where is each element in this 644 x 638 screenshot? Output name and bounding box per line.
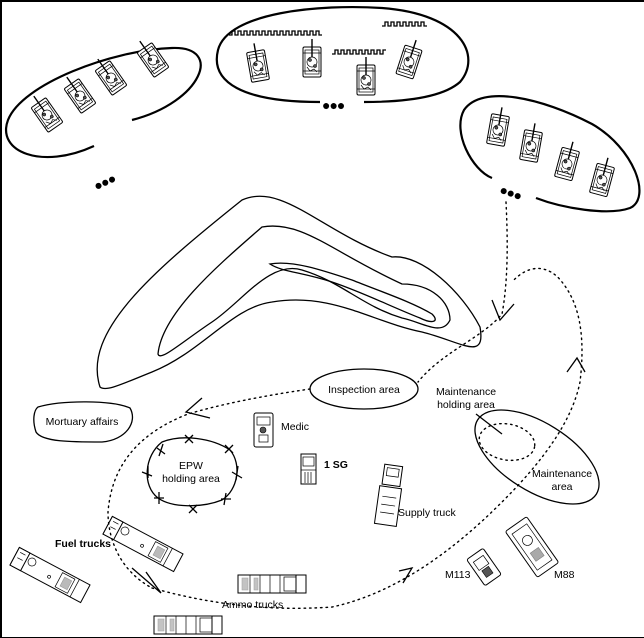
medic-vehicle: Medic — [253, 412, 309, 448]
ammo-truck-icon — [153, 615, 223, 635]
inspection-area: Inspection area — [309, 368, 419, 410]
tank-icon — [485, 105, 512, 148]
m113-vehicle — [466, 548, 502, 586]
more-tanks-ellipsis: ●●● — [91, 170, 119, 194]
ammo-trucks-label: Ammo trucks — [222, 599, 283, 611]
supply-truck-label: Supply truck — [398, 507, 457, 519]
inspection-area-label: Inspection area — [328, 384, 400, 396]
tank-platoon-top: ●●● — [215, 5, 470, 113]
traffic-route — [107, 201, 586, 609]
tank-platoon-right: ●●● — [459, 95, 641, 213]
tank-icon — [588, 154, 618, 198]
m88-label: M88 — [554, 569, 575, 581]
tank-icon — [553, 138, 583, 182]
route-arrow-icon — [491, 299, 515, 322]
tank-icon — [25, 90, 64, 134]
tank-icon — [244, 41, 271, 84]
ammo-truck-icon — [237, 574, 307, 594]
tank-icon — [89, 53, 128, 97]
tank-icon — [302, 38, 322, 78]
m113-label: M113 — [445, 569, 471, 581]
route-arrow-icon — [398, 567, 414, 584]
wire-marks — [141, 434, 243, 514]
route-arrow-icon — [184, 397, 211, 419]
mortuary-affairs-label: Mortuary affairs — [46, 416, 119, 428]
tank-icon — [395, 36, 426, 80]
route-arrow-icon — [131, 567, 162, 594]
first-sergeant-label: 1 SG — [324, 459, 348, 471]
tank-icon — [518, 121, 545, 164]
mortuary-affairs: Mortuary affairs — [33, 401, 134, 443]
supply-truck — [373, 463, 404, 527]
epw-holding-area: EPW holding area — [141, 434, 243, 514]
route-arrow-icon — [566, 356, 586, 373]
first-sergeant-vehicle: 1 SG — [300, 453, 348, 485]
maintenance-area-label-line1: Maintenance — [532, 468, 592, 480]
m88-vehicle — [505, 516, 559, 578]
more-tanks-ellipsis: ●●● — [497, 181, 524, 204]
wire-obstacle — [229, 21, 427, 55]
tank-icon — [356, 56, 376, 96]
more-tanks-ellipsis: ●●● — [322, 97, 345, 113]
maintenance-area: Maintenance holding area Maintenance are… — [436, 386, 600, 505]
maintenance-holding-label-line1: Maintenance — [436, 386, 496, 398]
tank-platoon-left: ●●● — [5, 35, 202, 194]
epw-label-line1: EPW — [179, 460, 203, 472]
maintenance-holding-label-line2: holding area — [437, 399, 495, 411]
tank-icon — [131, 35, 170, 79]
maintenance-area-label-line2: area — [551, 481, 572, 493]
fuel-trucks-label: Fuel trucks — [55, 538, 111, 550]
fuel-truck-icon — [9, 546, 91, 604]
tank-icon — [58, 71, 97, 115]
epw-label-line2: holding area — [162, 473, 220, 485]
fuel-truck-icon — [102, 515, 184, 573]
medic-label: Medic — [281, 421, 309, 433]
terrain-contours — [96, 195, 482, 390]
